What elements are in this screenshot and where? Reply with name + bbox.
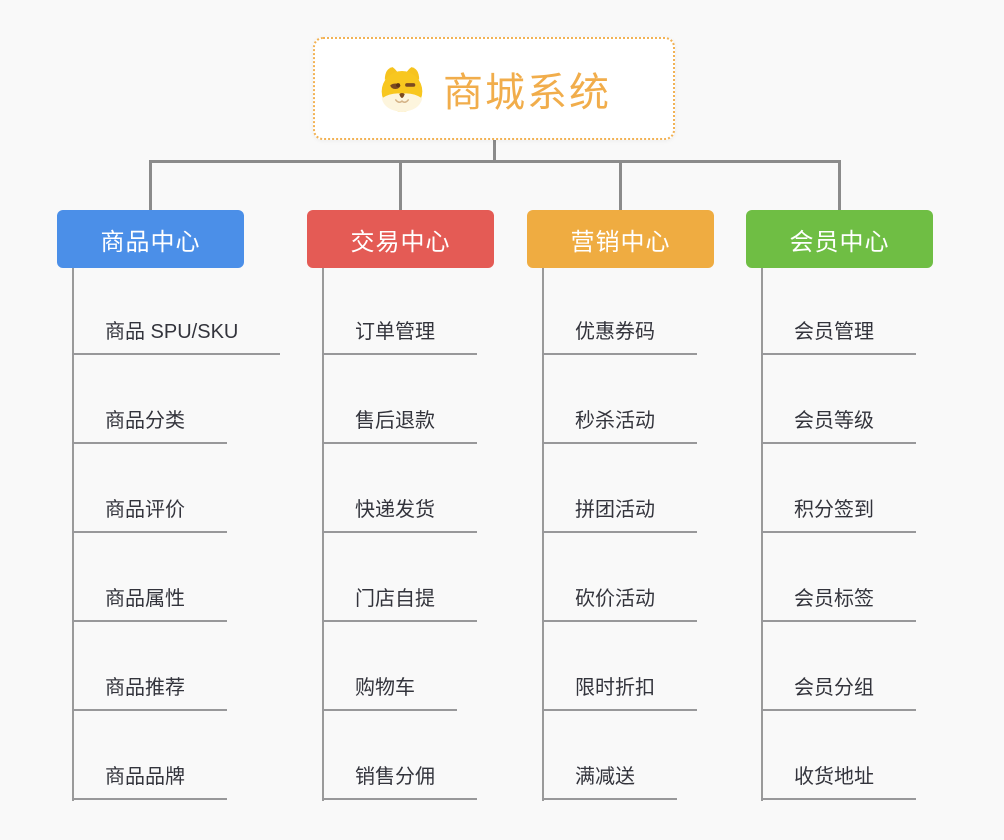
connector-bus [149,160,840,163]
leaf-node[interactable]: 商品属性 [72,582,227,622]
branch-column-marketing: 营销中心 优惠券码 秒杀活动 拼团活动 砍价活动 限时折扣 满减送 [527,210,714,801]
leaf-list: 订单管理 售后退款 快递发货 门店自提 购物车 销售分佣 [322,268,477,800]
leaf-node[interactable]: 限时折扣 [542,671,697,711]
leaf-node[interactable]: 购物车 [322,671,457,711]
connector-drop-1 [149,160,152,210]
leaf-node[interactable]: 商品品牌 [72,760,227,800]
root-topic[interactable]: 商城系统 [313,37,675,140]
leaf-list: 商品 SPU/SKU 商品分类 商品评价 商品属性 商品推荐 商品品牌 [72,268,281,800]
leaf-node[interactable]: 砍价活动 [542,582,697,622]
leaf-node[interactable]: 收货地址 [761,760,916,800]
leaf-node[interactable]: 售后退款 [322,404,477,444]
branch-trunk-line [761,268,763,801]
branch-node-members[interactable]: 会员中心 [746,210,933,268]
root-topic-title: 商城系统 [443,70,611,115]
connector-drop-3 [619,160,622,210]
leaf-node[interactable]: 拼团活动 [542,493,697,533]
leaf-list: 优惠券码 秒杀活动 拼团活动 砍价活动 限时折扣 满减送 [542,268,697,800]
leaf-node[interactable]: 会员标签 [761,582,916,622]
leaf-node[interactable]: 销售分佣 [322,760,477,800]
branch-trunk-line [322,268,324,801]
connector-drop-4 [838,160,841,210]
branch-column-members: 会员中心 会员管理 会员等级 积分签到 会员标签 会员分组 收货地址 [746,210,933,801]
branch-node-trade[interactable]: 交易中心 [307,210,494,268]
connector-drop-2 [399,160,402,210]
leaf-node[interactable]: 商品评价 [72,493,227,533]
leaf-node[interactable]: 商品推荐 [72,671,227,711]
leaf-list: 会员管理 会员等级 积分签到 会员标签 会员分组 收货地址 [761,268,916,800]
leaf-node[interactable]: 秒杀活动 [542,404,697,444]
leaf-node[interactable]: 商品分类 [72,404,227,444]
branch-node-marketing[interactable]: 营销中心 [527,210,714,268]
leaf-node[interactable]: 满减送 [542,760,677,800]
branch-column-trade: 交易中心 订单管理 售后退款 快递发货 门店自提 购物车 销售分佣 [307,210,494,801]
branch-trunk-line [72,268,74,801]
leaf-node[interactable]: 门店自提 [322,582,477,622]
branch-column-products: 商品中心 商品 SPU/SKU 商品分类 商品评价 商品属性 商品推荐 商品品牌 [57,210,281,801]
connector-root-stub [493,140,496,161]
leaf-node[interactable]: 商品 SPU/SKU [72,315,281,355]
branch-node-products[interactable]: 商品中心 [57,210,244,268]
branch-trunk-line [542,268,544,801]
leaf-node[interactable]: 快递发货 [322,493,477,533]
leaf-node[interactable]: 会员管理 [761,315,916,355]
leaf-node[interactable]: 订单管理 [322,315,477,355]
doge-icon [381,66,423,112]
leaf-node[interactable]: 积分签到 [761,493,916,533]
leaf-node[interactable]: 优惠券码 [542,315,697,355]
leaf-node[interactable]: 会员分组 [761,671,916,711]
leaf-node[interactable]: 会员等级 [761,404,916,444]
